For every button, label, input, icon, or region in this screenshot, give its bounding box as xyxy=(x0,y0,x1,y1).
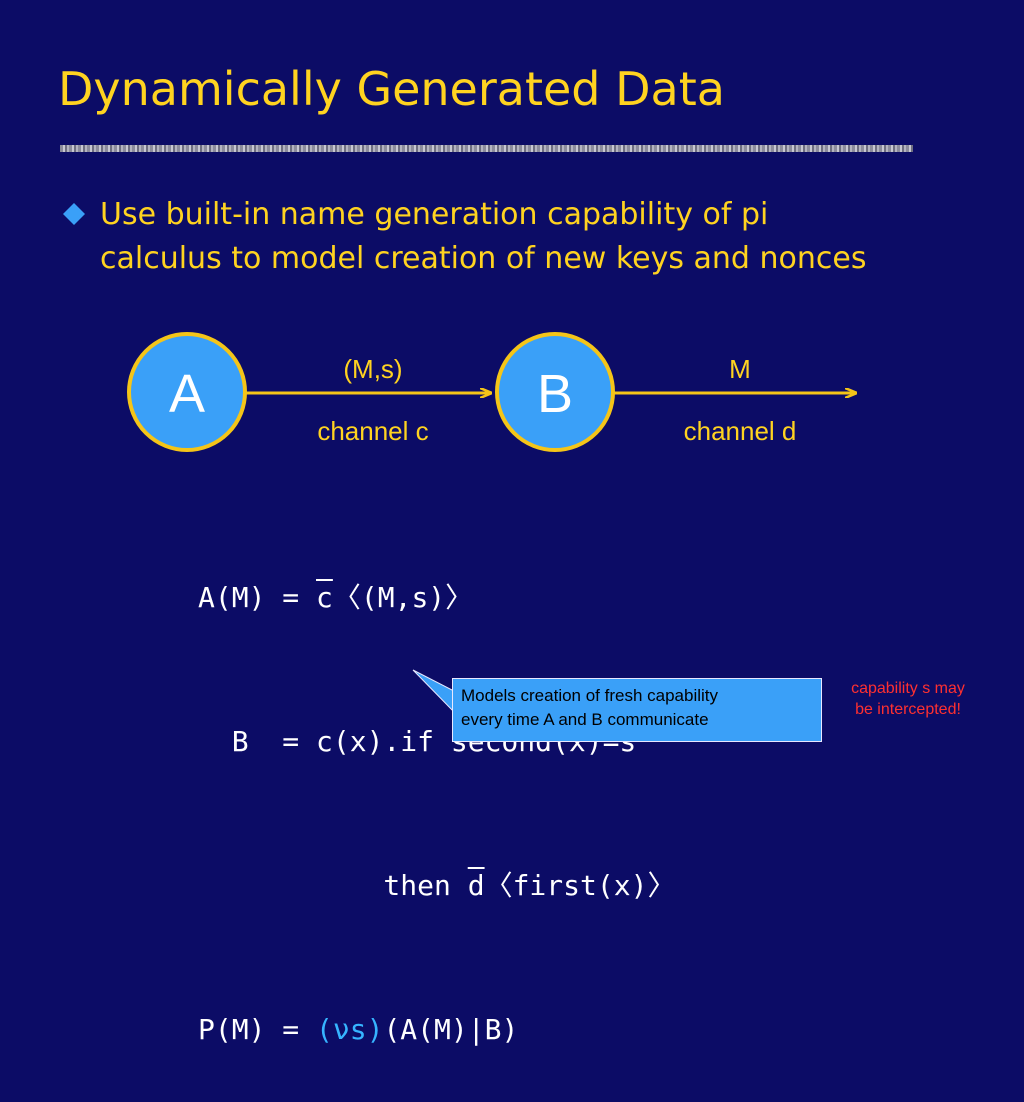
node-a-label: A xyxy=(169,364,205,424)
note-line-1: capability s may xyxy=(851,680,965,697)
code-line-4: P(M) = (νs)(A(M)|B) xyxy=(198,1006,675,1054)
edge1-channel: channel c xyxy=(317,416,428,446)
code-p-def: P(M) = xyxy=(198,1013,317,1046)
channel-c-bar: c xyxy=(316,581,333,614)
code-line-1: A(M) = c〈(M,s)〉 xyxy=(198,574,675,622)
nu-restriction: (νs) xyxy=(316,1013,384,1046)
communication-diagram: A B (M,s) channel c M channel d xyxy=(127,332,1024,452)
note-line-2: be intercepted! xyxy=(855,701,961,718)
code-a-output: 〈(M,s)〉 xyxy=(332,581,474,614)
warning-note: capability s may be intercepted! xyxy=(828,678,988,720)
code-a-def: A(M) = xyxy=(198,581,317,614)
node-b-label: B xyxy=(537,364,573,424)
edge2-message: M xyxy=(729,354,751,384)
bullet-text: Use built-in name generation capability … xyxy=(100,193,1024,281)
edge1-message: (M,s) xyxy=(343,354,402,384)
slide-title: Dynamically Generated Data xyxy=(58,62,725,116)
node-a xyxy=(127,332,247,452)
diamond-bullet-icon xyxy=(63,203,85,225)
channel-d-bar: d xyxy=(467,869,485,902)
bullet-line-2: calculus to model creation of new keys a… xyxy=(100,241,867,276)
edge2-channel: channel d xyxy=(684,416,797,446)
code-then: then xyxy=(198,869,468,902)
code-b-output: 〈first(x)〉 xyxy=(484,869,676,902)
callout-pointer xyxy=(412,669,459,718)
bullet-line-1: Use built-in name generation capability … xyxy=(100,197,769,232)
node-b xyxy=(495,332,615,452)
callout-box: Models creation of fresh capability ever… xyxy=(452,678,822,742)
callout-line-2: every time A and B communicate xyxy=(461,710,709,729)
title-divider xyxy=(60,145,913,152)
callout-line-1: Models creation of fresh capability xyxy=(461,686,719,705)
code-line-3: then d〈first(x)〉 xyxy=(198,862,675,910)
code-parallel: (A(M)|B) xyxy=(383,1013,519,1046)
